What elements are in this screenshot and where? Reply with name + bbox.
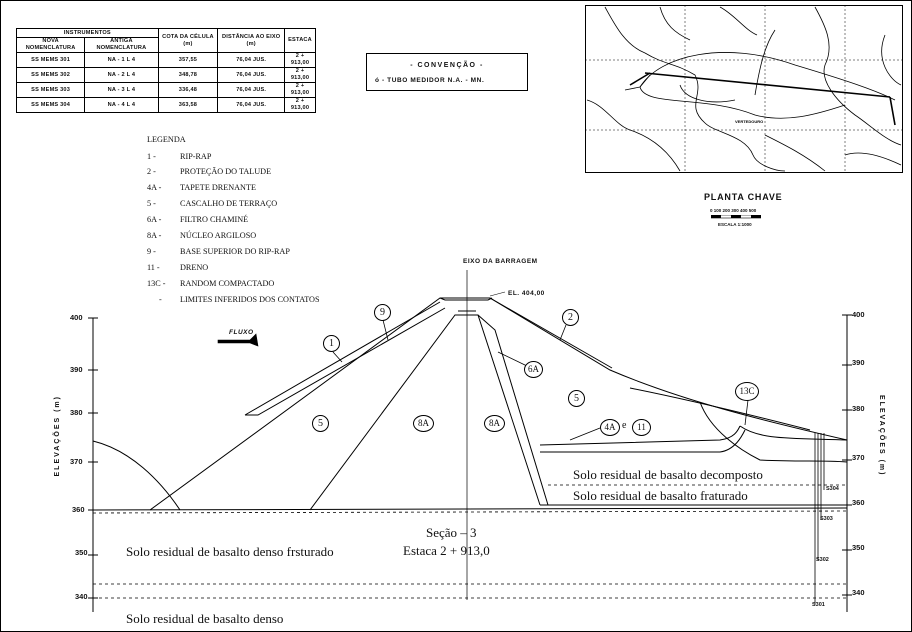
legend-code: 11 - xyxy=(147,263,160,272)
elev-tick-right: 400 xyxy=(852,310,865,319)
callout-8a: 8A xyxy=(413,415,434,432)
dam-axis-label: EIXO DA BARRAGEM xyxy=(463,258,538,265)
elev-tick-right: 370 xyxy=(852,453,865,462)
elev-tick-left: 350 xyxy=(75,548,88,557)
piezometer-label: S302 xyxy=(816,557,829,563)
callout-11: 11 xyxy=(632,419,651,436)
legend-text: FILTRO CHAMINÉ xyxy=(180,215,249,224)
legend-code: - xyxy=(159,295,162,304)
elev-tick-right: 340 xyxy=(852,588,865,597)
callout-2: 2 xyxy=(562,309,579,326)
legend-text: DRENO xyxy=(180,263,209,272)
legend-code: 9 - xyxy=(147,247,156,256)
legend-title: LEGENDA xyxy=(147,135,186,144)
callout-5: 5 xyxy=(312,415,329,432)
cell-estaca: 2 + 913,00 xyxy=(284,97,316,113)
section-estaca: Estaca 2 + 913,0 xyxy=(403,543,490,558)
piezometer-label: S301 xyxy=(812,602,825,608)
legend-text: CASCALHO DE TERRAÇO xyxy=(180,199,278,208)
table-row: SS MEMS 304 NA - 4 L 4 363,58 76,04 JUS.… xyxy=(15,97,316,113)
table-row: SS MEMS 302 NA - 2 L 4 348,78 76,04 JUS.… xyxy=(15,67,316,83)
elev-tick-right: 360 xyxy=(852,498,865,507)
elev-tick-left: 390 xyxy=(70,365,83,374)
key-plan-title: PLANTA CHAVE xyxy=(704,192,783,202)
legend-text: PROTEÇÃO DO TALUDE xyxy=(180,167,272,176)
legend-text: TAPETE DRENANTE xyxy=(180,183,256,192)
legend-code: 5 - xyxy=(147,199,156,208)
callout-5: 5 xyxy=(568,390,585,407)
scale-numbers: 0 100 200 300 400 500 xyxy=(710,208,757,213)
key-plan-scale: 0 100 200 300 400 500 ESCALA 1:1000 xyxy=(710,208,762,230)
legend-code: 1 - xyxy=(147,152,156,161)
legend-code: 2 - xyxy=(147,167,156,176)
elev-tick-left: 340 xyxy=(75,592,88,601)
soil-label-decomposto: Solo residual de basalto decomposto xyxy=(573,467,763,482)
legend: LEGENDA 1 - RIP-RAP 2 - PROTEÇÃO DO TALUDE… xyxy=(143,130,353,305)
key-plan-map: VERTEDOURO xyxy=(585,5,903,173)
crest-elevation-label: EL. 404,00 xyxy=(508,290,545,297)
callout-1: 1 xyxy=(323,335,340,352)
callout-6a: 6A xyxy=(524,361,543,378)
legend-text: RIP-RAP xyxy=(180,152,212,161)
elevation-axis-label-left: ELEVAÇÕES (m) xyxy=(54,395,61,477)
convention-item: ó - TUBO MEDIDOR N.A. - MN. xyxy=(375,77,485,84)
soil-label-fraturado: Solo residual de basalto fraturado xyxy=(573,488,748,503)
elevation-axis-label-right: ELEVAÇÕES (m) xyxy=(878,395,885,477)
elev-tick-left: 360 xyxy=(72,505,85,514)
legend-text: BASE SUPERIOR DO RIP-RAP xyxy=(180,247,290,256)
legend-code: 6A - xyxy=(147,215,162,224)
elev-tick-right: 380 xyxy=(852,404,865,413)
cell-estaca: 2 + 913,00 xyxy=(284,82,316,98)
soil-label-denso-fraturado: Solo residual de basalto denso frsturado xyxy=(126,544,334,559)
elev-tick-right: 390 xyxy=(852,358,865,367)
elev-tick-left: 370 xyxy=(70,457,83,466)
cell-dist: 76,04 JUS. xyxy=(217,97,286,113)
legend-text: LIMITES INFERIDOS DOS CONTATOS xyxy=(180,295,320,304)
scale-bar xyxy=(711,215,761,219)
convention-box: - CONVENÇÃO - ó - TUBO MEDIDOR N.A. - MN… xyxy=(366,53,528,91)
elev-tick-right: 350 xyxy=(852,543,865,552)
table-header-distancia: DISTÂNCIA AO EIXO (m) xyxy=(217,28,286,53)
legend-code: 13C - xyxy=(147,279,166,288)
cell-antiga: NA - 4 L 4 xyxy=(84,97,159,113)
elev-tick-left: 400 xyxy=(70,313,83,322)
elev-tick-left: 380 xyxy=(70,408,83,417)
legend-text: RANDOM COMPACTADO xyxy=(180,279,275,288)
instruments-table: INSTRUMENTOS COTA DA CÉLULA (m) DISTÂNCI… xyxy=(15,28,316,113)
legend-code: 8A - xyxy=(147,231,162,240)
flow-label: FLUXO xyxy=(229,329,254,336)
legend-code: 4A - xyxy=(147,183,162,192)
soil-label-denso: Solo residual de basalto denso xyxy=(126,611,284,626)
table-header-estaca: ESTACA xyxy=(284,28,316,53)
callout-8a: 8A xyxy=(484,415,505,432)
section-title: Seção – 3 xyxy=(426,525,477,540)
key-plan-label: VERTEDOURO xyxy=(735,119,763,124)
callout-13c: 13C xyxy=(735,382,759,401)
legend-text: NÚCLEO ARGILOSO xyxy=(180,231,257,240)
callout-9: 9 xyxy=(374,304,391,321)
callout-connector-e: e xyxy=(622,420,627,431)
table-header-antiga: ANTIGA NOMENCLATURA xyxy=(84,37,159,53)
convention-title: - CONVENÇÃO - xyxy=(410,62,484,69)
scale-label: ESCALA 1:1000 xyxy=(718,222,752,227)
callout-4a: 4A xyxy=(600,419,620,436)
piezometer-label: S304 xyxy=(826,486,839,492)
piezometer-label: S303 xyxy=(820,516,833,522)
